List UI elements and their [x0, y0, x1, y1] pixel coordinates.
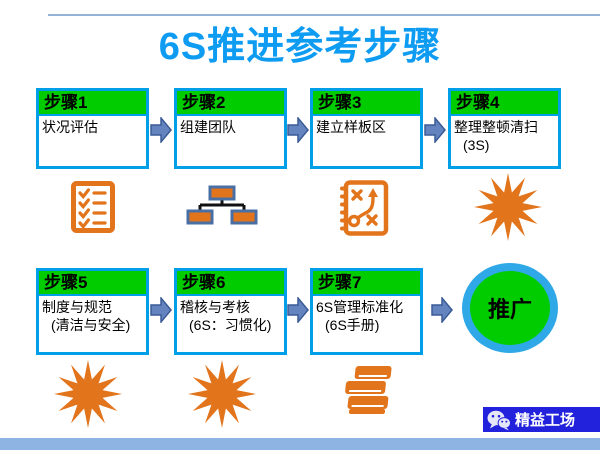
step-box-7: 步骤7 6S管理标准化 (6S手册)	[310, 268, 423, 355]
block-arrow-right-icon	[150, 297, 172, 323]
step-text-2: (清洁与安全)	[51, 317, 131, 333]
promotion-label: 推广	[487, 297, 532, 322]
step-body: 6S管理标准化 (6S手册)	[313, 296, 420, 352]
wechat-icon	[487, 410, 511, 430]
step-body: 建立样板区	[313, 116, 420, 166]
step-body: 状况评估	[39, 116, 146, 166]
step-body: 稽核与考核 (6S：习惯化)	[177, 296, 284, 352]
step-label: 步骤7	[318, 273, 362, 292]
checklist-icon	[71, 181, 115, 233]
step-body: 制度与规范 (清洁与安全)	[39, 296, 146, 352]
step-text: 状况评估	[42, 119, 98, 135]
step-text: 组建团队	[180, 119, 236, 135]
step-body: 组建团队	[177, 116, 284, 166]
step-text: 制度与规范	[42, 299, 112, 315]
brand-name: 精益工场	[515, 412, 576, 429]
step-label: 步骤4	[456, 93, 500, 112]
step-box-6: 步骤6 稽核与考核 (6S：习惯化)	[174, 268, 287, 355]
step-label: 步骤2	[182, 93, 226, 112]
step-text: 稽核与考核	[180, 299, 250, 315]
step-header: 步骤1	[39, 91, 146, 116]
step-text: 6S管理标准化	[316, 299, 404, 315]
block-arrow-right-icon	[431, 297, 453, 323]
promotion-circle: 推广	[462, 263, 558, 353]
bottom-bar	[0, 438, 600, 450]
starburst-icon	[54, 360, 122, 428]
block-arrow-right-icon	[424, 117, 446, 143]
step-box-5: 步骤5 制度与规范 (清洁与安全)	[36, 268, 149, 355]
step-text: 建立样板区	[316, 119, 386, 135]
step-header: 步骤4	[451, 91, 558, 116]
step-box-3: 步骤3 建立样板区	[310, 88, 423, 169]
starburst-icon	[474, 173, 542, 241]
step-text: 整理整顿清扫	[454, 119, 538, 135]
strategy-plan-icon	[340, 180, 389, 236]
step-box-2: 步骤2 组建团队	[174, 88, 287, 169]
block-arrow-right-icon	[287, 297, 309, 323]
page-title: 6S推进参考步骤	[158, 26, 442, 68]
step-body: 整理整顿清扫 (3S)	[451, 116, 558, 166]
step-header: 步骤5	[39, 271, 146, 296]
step-box-4: 步骤4 整理整顿清扫 (3S)	[448, 88, 561, 169]
top-divider	[48, 14, 600, 16]
org-chart-icon	[186, 185, 258, 225]
step-label: 步骤6	[182, 273, 226, 292]
step-text-2: (6S手册)	[325, 317, 380, 333]
block-arrow-right-icon	[287, 117, 309, 143]
step-header: 步骤2	[177, 91, 284, 116]
step-header: 步骤3	[313, 91, 420, 116]
step-header: 步骤7	[313, 271, 420, 296]
step-label: 步骤1	[44, 93, 88, 112]
block-arrow-right-icon	[150, 117, 172, 143]
starburst-icon	[188, 360, 256, 428]
step-text-2: (3S)	[463, 137, 490, 153]
step-label: 步骤5	[44, 273, 88, 292]
step-header: 步骤6	[177, 271, 284, 296]
step-text-2: (6S：习惯化)	[189, 317, 272, 333]
brand-badge: 精益工场	[483, 407, 600, 432]
step-label: 步骤3	[318, 93, 362, 112]
books-icon	[345, 366, 392, 414]
step-box-1: 步骤1 状况评估	[36, 88, 149, 169]
